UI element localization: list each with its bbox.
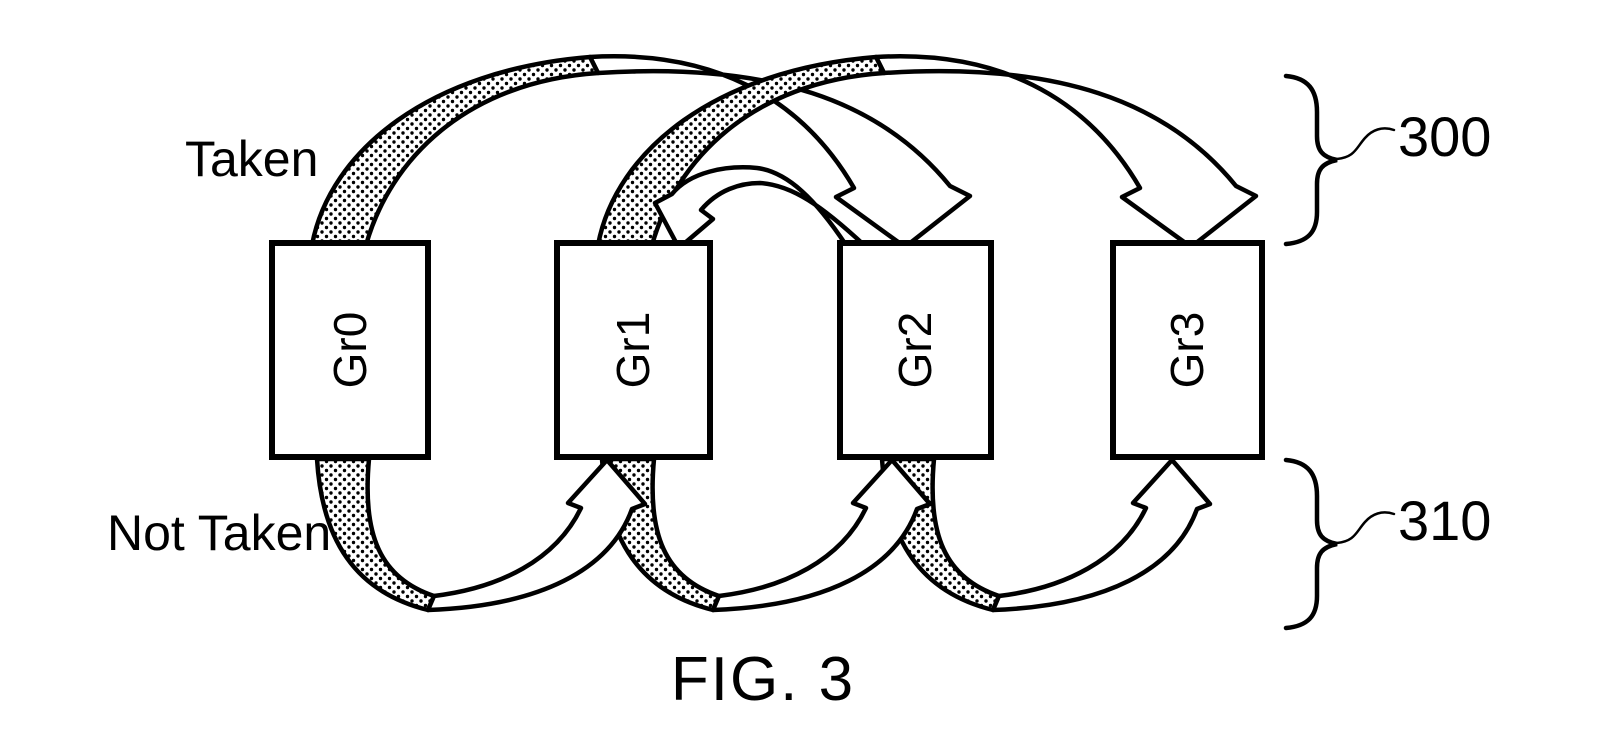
state-box-label-gr1: Gr1 — [607, 312, 659, 389]
arrow-head-gr1-gr2 — [713, 460, 930, 610]
state-box-gr1: Gr1 — [554, 240, 713, 460]
arrow-taken-gr2-gr1 — [652, 165, 867, 251]
taken-label: Taken — [185, 131, 318, 187]
figure-caption: FIG. 3 — [671, 645, 855, 714]
arrow-head-gr2-gr3 — [993, 460, 1210, 610]
state-box-label-gr3: Gr3 — [1161, 312, 1213, 389]
leader-line-300 — [1335, 127, 1396, 161]
state-box-gr3: Gr3 — [1110, 240, 1265, 460]
arrow-taken-gr1-gr3 — [873, 54, 1259, 250]
state-box-label-gr2: Gr2 — [889, 312, 941, 389]
not-taken-brace-group: 310 — [1283, 457, 1491, 631]
reference-numeral-300: 300 — [1398, 105, 1491, 168]
arrow-head-gr1-gr3 — [873, 54, 1259, 250]
arrow-head-gr0-gr1 — [425, 457, 648, 613]
not-taken-label: Not Taken — [107, 505, 331, 561]
curly-brace-taken — [1283, 73, 1338, 247]
arrow-tail-stippled-gr0-gr1 — [314, 456, 437, 613]
arrow-tail-stippled-gr0-gr2 — [309, 54, 601, 248]
state-box-label-gr0: Gr0 — [324, 312, 376, 389]
arrow-taken-gr0-gr2 — [587, 54, 973, 250]
taken-brace-group: 300 — [1283, 73, 1491, 247]
arrow-head-gr0-gr2 — [587, 54, 973, 250]
not-taken-heads — [425, 457, 1210, 613]
reference-numeral-310: 310 — [1398, 489, 1491, 552]
leader-line-310 — [1335, 511, 1396, 545]
state-box-gr2: Gr2 — [837, 240, 994, 460]
state-box-gr0: Gr0 — [269, 240, 431, 460]
curly-brace-not-taken — [1283, 457, 1338, 631]
